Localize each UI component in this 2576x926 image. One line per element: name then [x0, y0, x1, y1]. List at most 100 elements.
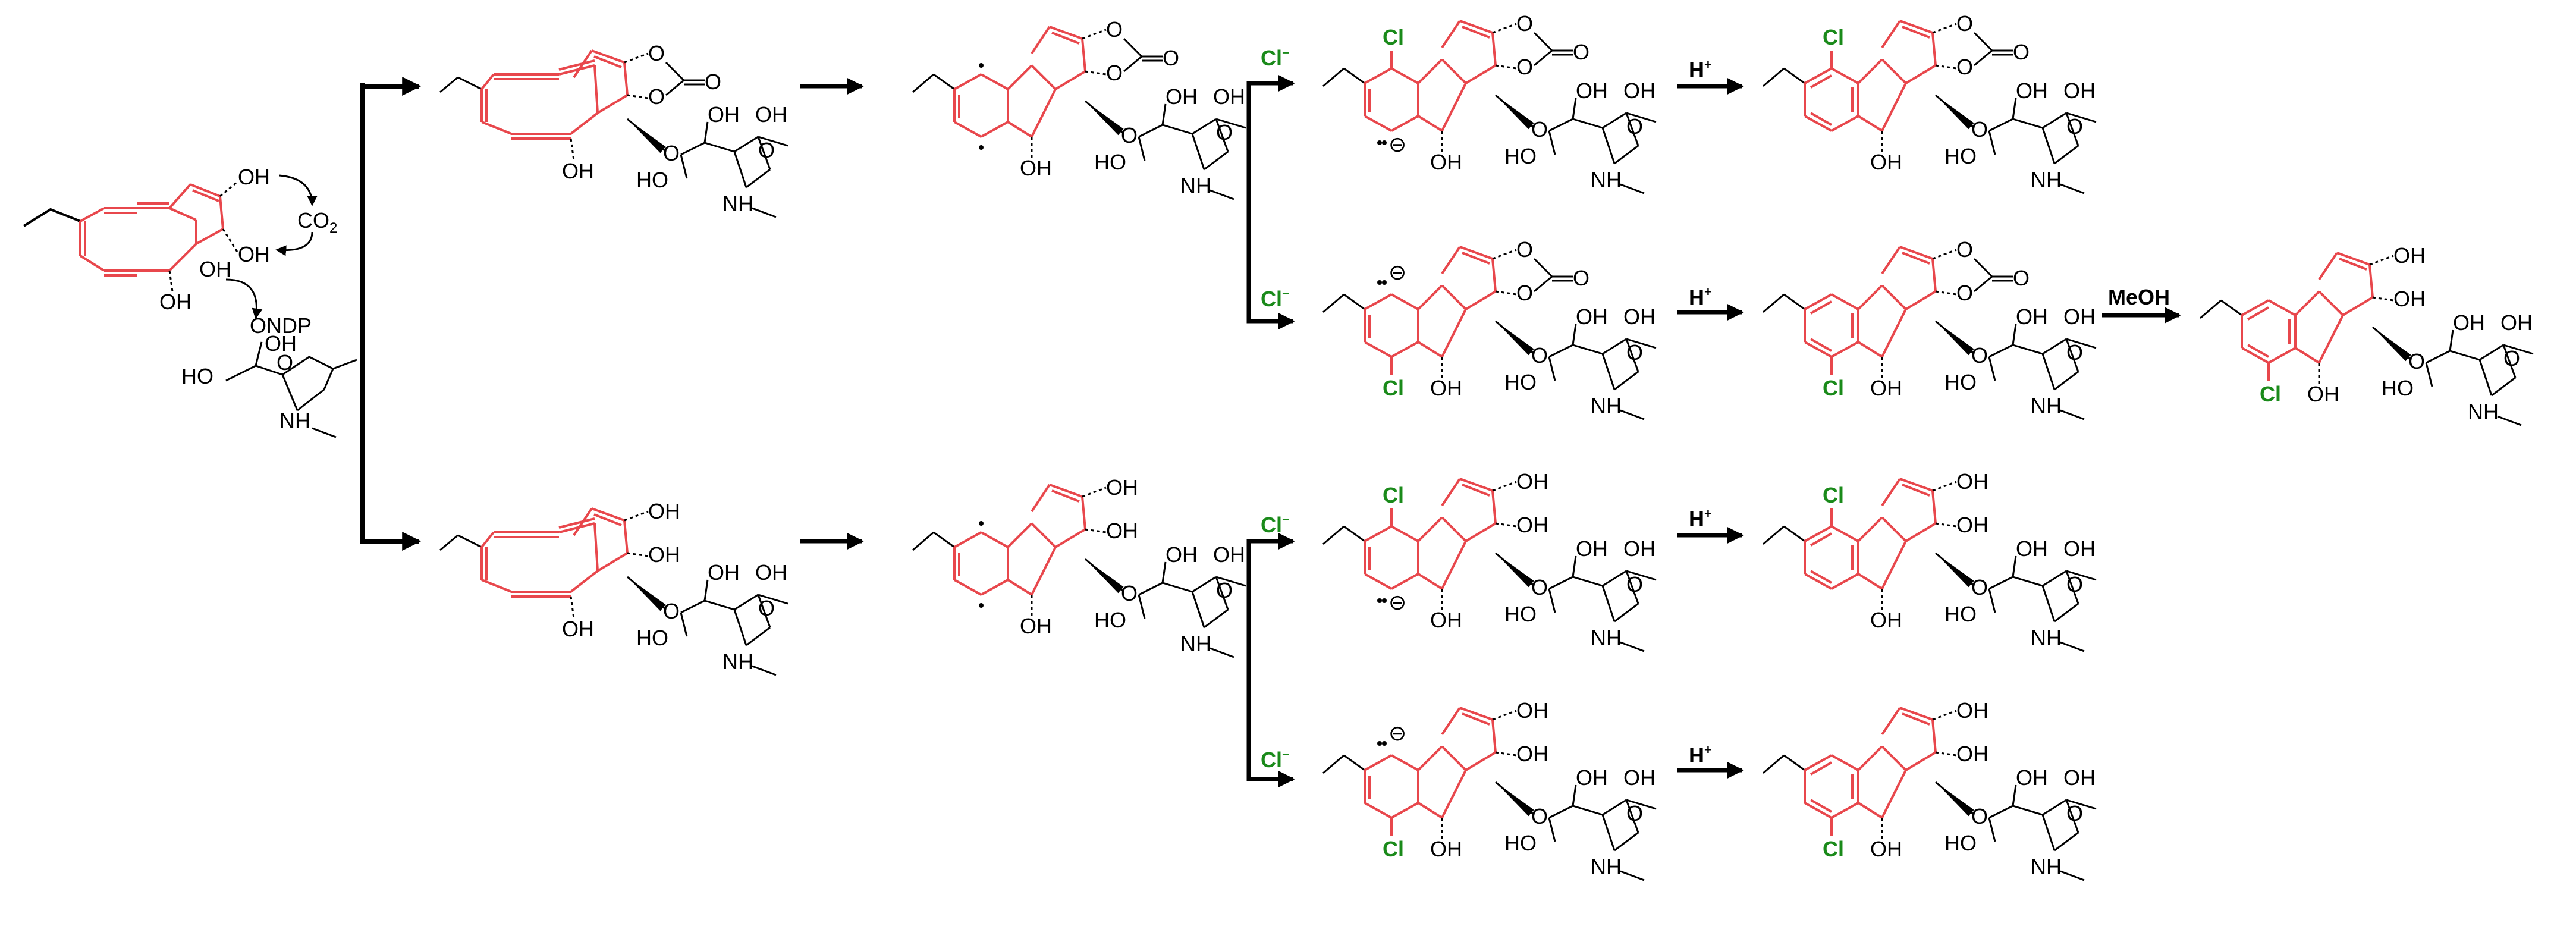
atom-label: NH	[2031, 168, 2062, 192]
atom-label: HO	[1504, 602, 1537, 626]
atom-label: OH	[1623, 536, 1655, 561]
atom-label: OH	[2393, 287, 2426, 311]
oh-label: OH	[238, 165, 270, 189]
atom-label: OH	[2016, 536, 2048, 561]
atom-label: O	[1516, 281, 1533, 305]
atom-label: OH	[2453, 310, 2485, 335]
atom-label: OH	[1623, 305, 1655, 329]
chlorine-label: Cl	[1823, 837, 1844, 861]
atom-label: NH	[1591, 855, 1622, 879]
atom-label: HO	[1944, 144, 1977, 168]
atom-label: NH	[722, 192, 753, 216]
atom-label: NH	[1591, 626, 1622, 650]
atom-label: O	[663, 141, 680, 165]
atom-label: OH	[2063, 765, 2096, 790]
co2-label: CO2	[297, 208, 337, 236]
atom-label: O	[648, 84, 665, 109]
atom-label: OH	[1956, 469, 1988, 494]
atom-label: OH	[755, 560, 787, 585]
anion-charge: ⊖	[1388, 260, 1406, 284]
atom-label: OH	[562, 617, 594, 641]
atom-label: OH	[1870, 837, 1902, 861]
atom-label: O	[1531, 575, 1548, 599]
atom-label: OH	[1956, 742, 1988, 766]
atom-label: OH	[1956, 513, 1988, 537]
atom-label: O	[1121, 581, 1138, 605]
atom-label: OH	[1516, 698, 1548, 723]
atom-label: O	[648, 41, 665, 65]
chlorine-label: Cl	[1823, 25, 1844, 49]
atom-label: OH	[1870, 608, 1902, 632]
branch-arrow	[360, 77, 422, 551]
atom-label: HO	[1094, 608, 1126, 632]
atom-label: OH	[1430, 376, 1462, 400]
atom-label: OH	[2307, 382, 2339, 406]
anion-charge: ⊖	[1388, 132, 1406, 156]
atom-label: NH	[2031, 394, 2062, 418]
oh-label: OH	[159, 290, 191, 314]
atom-label: OH	[1516, 742, 1548, 766]
starting-enediyne: OH OH OH OH CO2 ONDP OH O HO NH	[23, 165, 357, 438]
atom-label: O	[1121, 123, 1138, 147]
atom-label: NH	[1591, 394, 1622, 418]
ho-label: HO	[181, 364, 213, 388]
atom-label: OH	[2016, 765, 2048, 790]
atom-label: NH	[1180, 174, 1211, 198]
chlorine-label: Cl	[1823, 376, 1844, 400]
atom-label: HO	[1944, 370, 1977, 394]
atom-label: OH	[708, 102, 740, 127]
atom-label: OH	[1430, 150, 1462, 174]
atom-label: OH	[1166, 542, 1198, 567]
proton-reagent-label: H+	[1689, 506, 1712, 531]
atom-label: OH	[1106, 519, 1138, 543]
atom-label: O	[705, 70, 721, 94]
atom-label: OH	[2063, 305, 2096, 329]
atom-label: OH	[1516, 469, 1548, 494]
atom-label: NH	[1591, 168, 1622, 192]
atom-label: OH	[1623, 765, 1655, 790]
chlorine-label: Cl	[2260, 382, 2281, 406]
atom-label: O	[1516, 237, 1533, 262]
atom-label: O	[2013, 40, 2030, 64]
atom-label: O	[663, 599, 680, 623]
chlorine-label: Cl	[1823, 483, 1844, 507]
atom-label: OH	[1576, 305, 1608, 329]
atom-label: OH	[648, 542, 680, 567]
anion-charge: ⊖	[1388, 590, 1406, 614]
atom-label: OH	[562, 159, 594, 183]
atom-label: O	[1516, 55, 1533, 79]
atom-label: OH	[1020, 614, 1052, 638]
proton-reagent-label: H+	[1689, 742, 1712, 767]
atom-label: NH	[1180, 632, 1211, 656]
atom-label: O	[1106, 17, 1123, 42]
atom-label: OH	[648, 499, 680, 523]
atom-label: O	[1573, 266, 1589, 290]
chloride-reagent-label: Cl−	[1261, 512, 1290, 537]
oh-label: OH	[265, 331, 297, 356]
o-label: O	[277, 350, 293, 375]
anion-charge: ⊖	[1388, 721, 1406, 745]
atom-label: OH	[1623, 79, 1655, 103]
atom-label: O	[1956, 281, 1973, 305]
atom-label: OH	[2063, 79, 2096, 103]
atom-label: O	[1531, 804, 1548, 828]
atom-label: OH	[1166, 84, 1198, 109]
atom-label: O	[1531, 343, 1548, 368]
atom-label: OH	[1576, 79, 1608, 103]
reaction-arrows	[800, 75, 2181, 787]
oh-label: OH	[238, 242, 270, 266]
atom-label: OH	[2063, 536, 2096, 561]
